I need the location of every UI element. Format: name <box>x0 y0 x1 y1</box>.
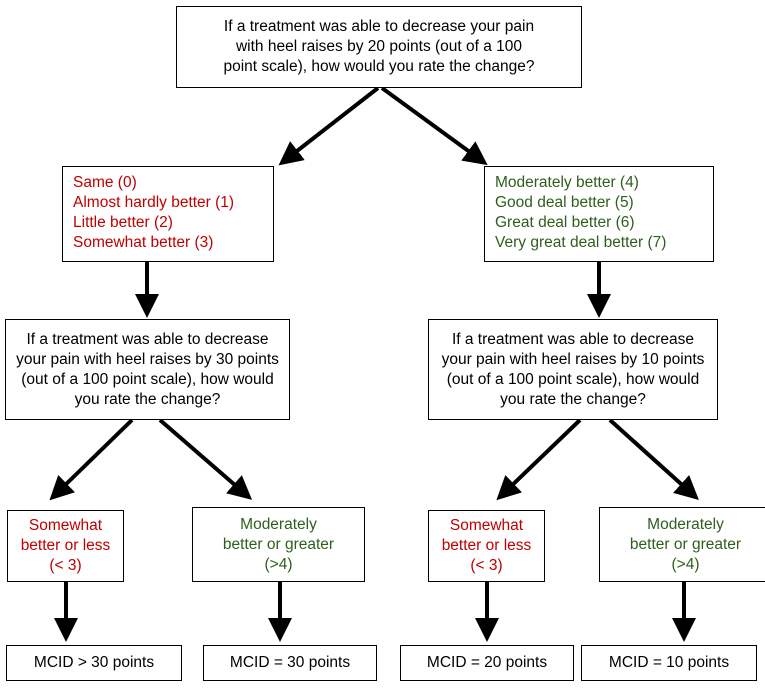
left-option-1: Same (0) <box>73 174 137 191</box>
outcome-3-line-3: (< 3) <box>470 557 503 574</box>
top-question-box: If a treatment was able to decrease your… <box>176 6 582 88</box>
mcid-box-2: MCID = 30 points <box>203 645 377 681</box>
arrow-rightq-to-outcome4 <box>608 418 699 501</box>
mcid-4-label: MCID = 10 points <box>608 654 730 671</box>
mcid-2-label: MCID = 30 points <box>229 654 351 671</box>
outcome-4-line-1: Moderately <box>647 515 724 533</box>
right-question-line-3: (out of a 100 point scale), how would <box>446 370 700 388</box>
left-options-box: Same (0) Almost hardly better (1) Little… <box>62 166 274 262</box>
right-question-line-2: your pain with heel raises by 10 points <box>441 350 705 368</box>
mcid-box-4: MCID = 10 points <box>581 645 757 681</box>
left-question-line-2: your pain with heel raises by 30 points <box>16 350 279 368</box>
arrow-rightq-to-outcome3 <box>496 418 582 501</box>
arrow-top-to-left <box>278 86 380 166</box>
outcome-1-line-1: Somewhat <box>28 517 103 534</box>
top-question-line-3: point scale), how would you rate the cha… <box>223 58 535 75</box>
outcome-2-line-3: (>4) <box>264 555 293 573</box>
right-option-1: Moderately better (4) <box>495 174 639 191</box>
right-options-box: Moderately better (4) Good deal better (… <box>484 166 714 262</box>
outcome-2-line-2: better or greater <box>222 535 335 553</box>
outcome-3-line-2: better or less <box>441 537 532 554</box>
outcome-2-line-1: Moderately <box>240 515 317 533</box>
right-question-line-1: If a treatment was able to decrease <box>451 330 695 348</box>
left-question-line-4: you rate the change? <box>74 390 221 408</box>
arrow-top-to-right <box>380 86 488 166</box>
right-question-line-4: you rate the change? <box>500 390 646 408</box>
right-option-4: Very great deal better (7) <box>495 234 667 251</box>
left-question-line-3: (out of a 100 point scale), how would <box>21 370 274 388</box>
top-question-line-1: If a treatment was able to decrease your… <box>223 18 535 35</box>
left-option-3: Little better (2) <box>73 214 173 231</box>
outcome-box-2: Moderately better or greater (>4) <box>192 507 365 582</box>
outcome-4-line-3: (>4) <box>671 555 700 573</box>
outcome-box-3: Somewhat better or less (< 3) <box>428 510 545 582</box>
mcid-3-label: MCID = 20 points <box>426 654 548 671</box>
right-question-box: If a treatment was able to decrease your… <box>428 319 718 420</box>
outcome-box-1: Somewhat better or less (< 3) <box>7 510 124 582</box>
outcome-3-line-1: Somewhat <box>449 517 524 534</box>
outcome-1-line-3: (< 3) <box>49 557 82 574</box>
outcome-box-4: Moderately better or greater (>4) <box>599 507 765 582</box>
mcid-box-1: MCID > 30 points <box>6 645 182 681</box>
top-question-line-2: with heel raises by 20 points (out of a … <box>235 38 523 55</box>
left-option-2: Almost hardly better (1) <box>73 194 235 211</box>
left-question-box: If a treatment was able to decrease your… <box>5 319 290 420</box>
right-option-3: Great deal better (6) <box>495 214 635 231</box>
outcome-4-line-2: better or greater <box>629 535 742 553</box>
left-question-line-1: If a treatment was able to decrease <box>26 330 269 348</box>
arrow-leftq-to-outcome2 <box>158 418 253 500</box>
mcid-1-label: MCID > 30 points <box>33 654 155 671</box>
right-option-2: Good deal better (5) <box>495 194 634 211</box>
mcid-box-3: MCID = 20 points <box>400 645 574 681</box>
outcome-1-line-2: better or less <box>20 537 111 554</box>
arrow-leftq-to-outcome1 <box>49 418 134 501</box>
left-option-4: Somewhat better (3) <box>73 234 214 251</box>
